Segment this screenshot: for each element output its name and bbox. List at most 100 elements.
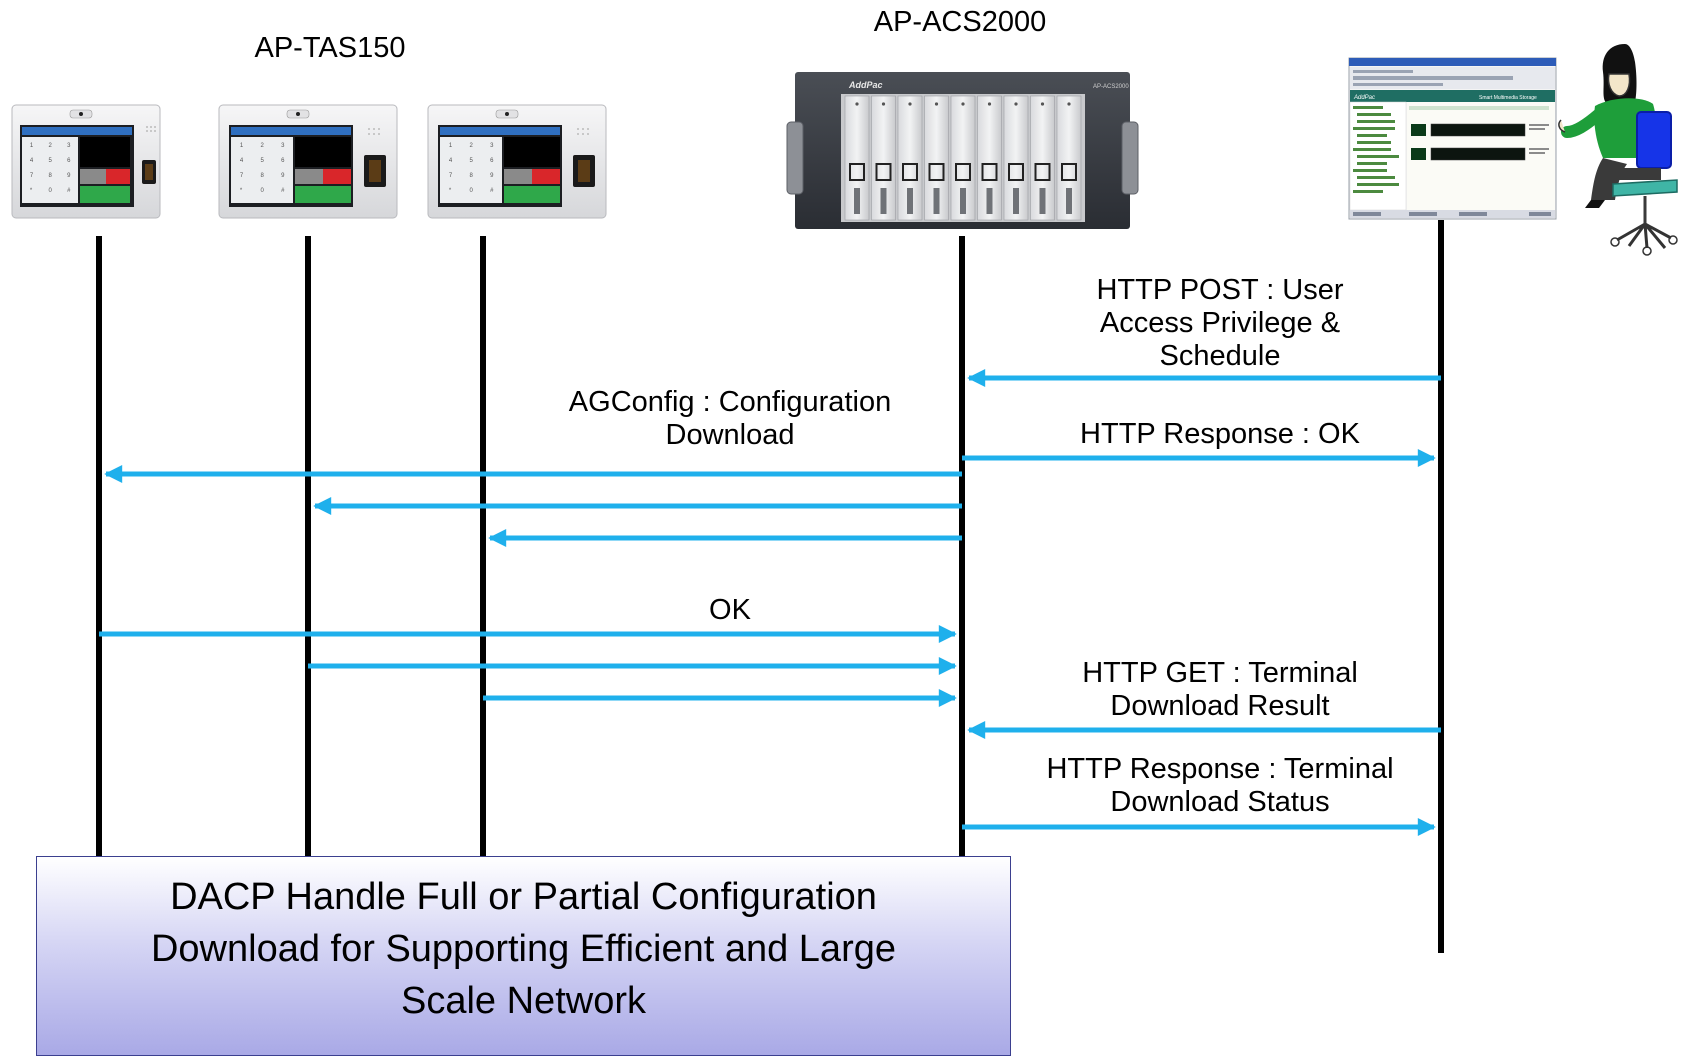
keypad-key: # (67, 188, 71, 194)
line-card-screw (1067, 102, 1071, 106)
monitor-header: Smart Multimedia Storage (1479, 95, 1537, 101)
line-card-port (928, 163, 945, 181)
keypad-key: 8 (470, 173, 474, 179)
chassis-handle-left (786, 121, 804, 195)
line-card-lever (1039, 188, 1046, 214)
keypad-key: 6 (281, 158, 285, 164)
keypad-key: 8 (49, 173, 53, 179)
line-card-lever (986, 188, 993, 214)
line-card-port (902, 163, 918, 181)
keypad-key: 9 (281, 173, 285, 179)
line-card-port (1008, 163, 1024, 181)
line-card-screw (987, 102, 992, 106)
line-card-port (1034, 163, 1051, 181)
keypad-key: 3 (67, 143, 71, 149)
keypad-key: * (240, 188, 243, 194)
tree-row (1357, 134, 1387, 137)
keypad-key: 4 (240, 158, 244, 164)
keypad-key: 8 (261, 173, 265, 179)
line-card-screw (1014, 102, 1018, 106)
lifelines (96, 220, 1444, 953)
line-card-port (981, 163, 998, 181)
line-card-port (1061, 163, 1077, 181)
line-card-screw (934, 102, 939, 106)
keypad-key: * (30, 188, 33, 194)
keypad-key: 0 (49, 188, 53, 194)
tree-row (1357, 176, 1395, 179)
device-label-tas150: AP-TAS150 (254, 32, 406, 64)
terminal-device-1: 1 2 3 4 5 6 7 8 9 * 0 # (11, 104, 161, 219)
line-card-screw (881, 102, 886, 106)
keypad-key: 7 (30, 173, 34, 179)
chassis-handle-right (1121, 121, 1139, 195)
tree-row (1357, 183, 1399, 186)
line-card-screw (908, 102, 912, 106)
tree-row (1357, 113, 1391, 116)
note-text: DACP Handle Full or Partial Configuratio… (150, 876, 896, 1022)
keypad-key: 6 (67, 158, 71, 164)
keypad-key: 1 (240, 143, 244, 149)
chassis-brand: AddPac (848, 80, 883, 90)
tree-row (1353, 148, 1391, 151)
line-card-lever (907, 188, 913, 214)
line-card-lever (880, 188, 887, 214)
keypad-key: 0 (261, 188, 265, 194)
chassis-model: AP-ACS2000 (1093, 84, 1129, 90)
tree-row (1357, 155, 1399, 158)
msg-ok: OK (709, 594, 751, 626)
tree-row (1353, 106, 1383, 109)
keypad-key: 5 (470, 158, 474, 164)
keypad-key: 5 (261, 158, 265, 164)
keypad-key: # (281, 188, 285, 194)
keypad-key: 4 (449, 158, 453, 164)
line-card-screw (855, 102, 859, 106)
tree-row (1353, 190, 1383, 193)
line-card-screw (961, 102, 965, 106)
keypad-key: 7 (449, 173, 453, 179)
line-card-port (955, 163, 971, 181)
line-card-port (875, 163, 892, 181)
line-card-lever (933, 188, 940, 214)
keypad-key: 1 (449, 143, 453, 149)
keypad-key: 7 (240, 173, 244, 179)
keypad-key: 2 (261, 143, 265, 149)
keypad-key: 0 (470, 188, 474, 194)
tree-row (1353, 127, 1395, 130)
keypad-key: 9 (490, 173, 494, 179)
line-card-port (849, 163, 865, 181)
keypad-key: 1 (30, 143, 34, 149)
management-monitor: AddPac Smart Multimedia Storage (1348, 57, 1557, 220)
msg-http-response-ok: HTTP Response : OK (1080, 418, 1360, 450)
line-card-lever (1066, 188, 1072, 214)
operator-icon (1558, 44, 1678, 256)
tree-row (1357, 120, 1395, 123)
line-card-lever (854, 188, 860, 214)
tree-row (1357, 162, 1387, 165)
keypad-key: 9 (67, 173, 71, 179)
monitor-brand: AddPac (1353, 95, 1375, 101)
keypad-key: 6 (490, 158, 494, 164)
keypad-key: # (490, 188, 494, 194)
keypad-key: 5 (49, 158, 53, 164)
keypad-key: 2 (470, 143, 474, 149)
monitor-panel-2 (1411, 148, 1426, 160)
acs-chassis-device: AddPac AP-ACS2000 (786, 72, 1139, 229)
keypad-key: 2 (49, 143, 53, 149)
message-arrows (99, 369, 1441, 836)
monitor-panel-1 (1411, 124, 1426, 136)
keypad-key: 4 (30, 158, 34, 164)
device-label-acs2000: AP-ACS2000 (873, 6, 1047, 38)
note-box: DACP Handle Full or Partial Configuratio… (36, 856, 1011, 1056)
line-card-lever (960, 188, 966, 214)
keypad-key: 3 (490, 143, 494, 149)
line-card-screw (1040, 102, 1045, 106)
tree-row (1353, 169, 1387, 172)
